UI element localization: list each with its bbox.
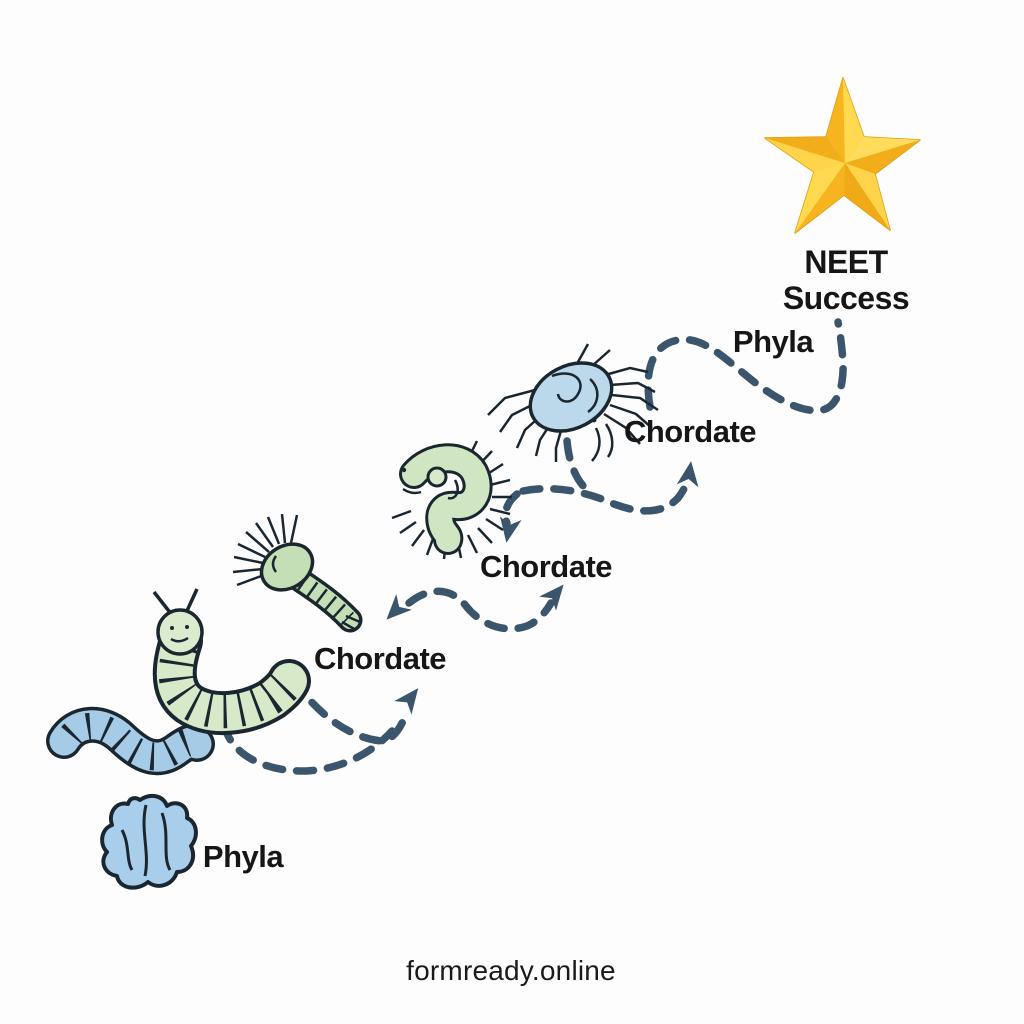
- star-icon: [764, 77, 921, 234]
- label-phyla-top: Phyla: [732, 324, 814, 359]
- sponge-icon: [100, 793, 198, 890]
- larva-icon: [391, 440, 512, 560]
- dashed-curve-chordate1-to-chordate2: [405, 587, 555, 633]
- arrowhead-icon: [539, 584, 564, 611]
- label-chordate-2: Chordate: [479, 549, 613, 584]
- label-neet-line1: NEET: [804, 244, 888, 280]
- dashed-curve-worm-to-chordate1-lower: [220, 720, 396, 775]
- mite-icon: [487, 343, 659, 462]
- dashed-curve-mite-tail: [563, 437, 592, 495]
- label-chordate-1: Chordate: [313, 641, 447, 676]
- watermark-text: formready.online: [406, 955, 616, 986]
- arrowhead-icon: [394, 688, 419, 715]
- route-arrowheads: [386, 461, 699, 715]
- arrowhead-icon: [676, 461, 699, 488]
- label-chordate-3: Chordate: [623, 414, 757, 449]
- arrowhead-icon: [386, 594, 412, 620]
- arrowhead-icon: [499, 516, 522, 543]
- dashed-route: [220, 318, 847, 775]
- dashed-curve-worm-to-chordate1-upper: [289, 674, 410, 745]
- label-neet-line2: Success: [782, 280, 910, 316]
- worm-icon: [46, 706, 215, 776]
- label-phyla-bottom: Phyla: [202, 839, 284, 874]
- dashed-curve-chordate2-hook: [501, 490, 521, 527]
- shrimp-bristles: [232, 513, 299, 587]
- dashed-curve-chordate2-to-chordate3: [519, 479, 691, 515]
- caterpillar-icon: [152, 588, 311, 736]
- label-neet-success: NEET Success: [782, 244, 910, 316]
- shrimp-icon: [232, 513, 363, 633]
- dashed-curve-phyla-loop-to-star: [644, 318, 847, 415]
